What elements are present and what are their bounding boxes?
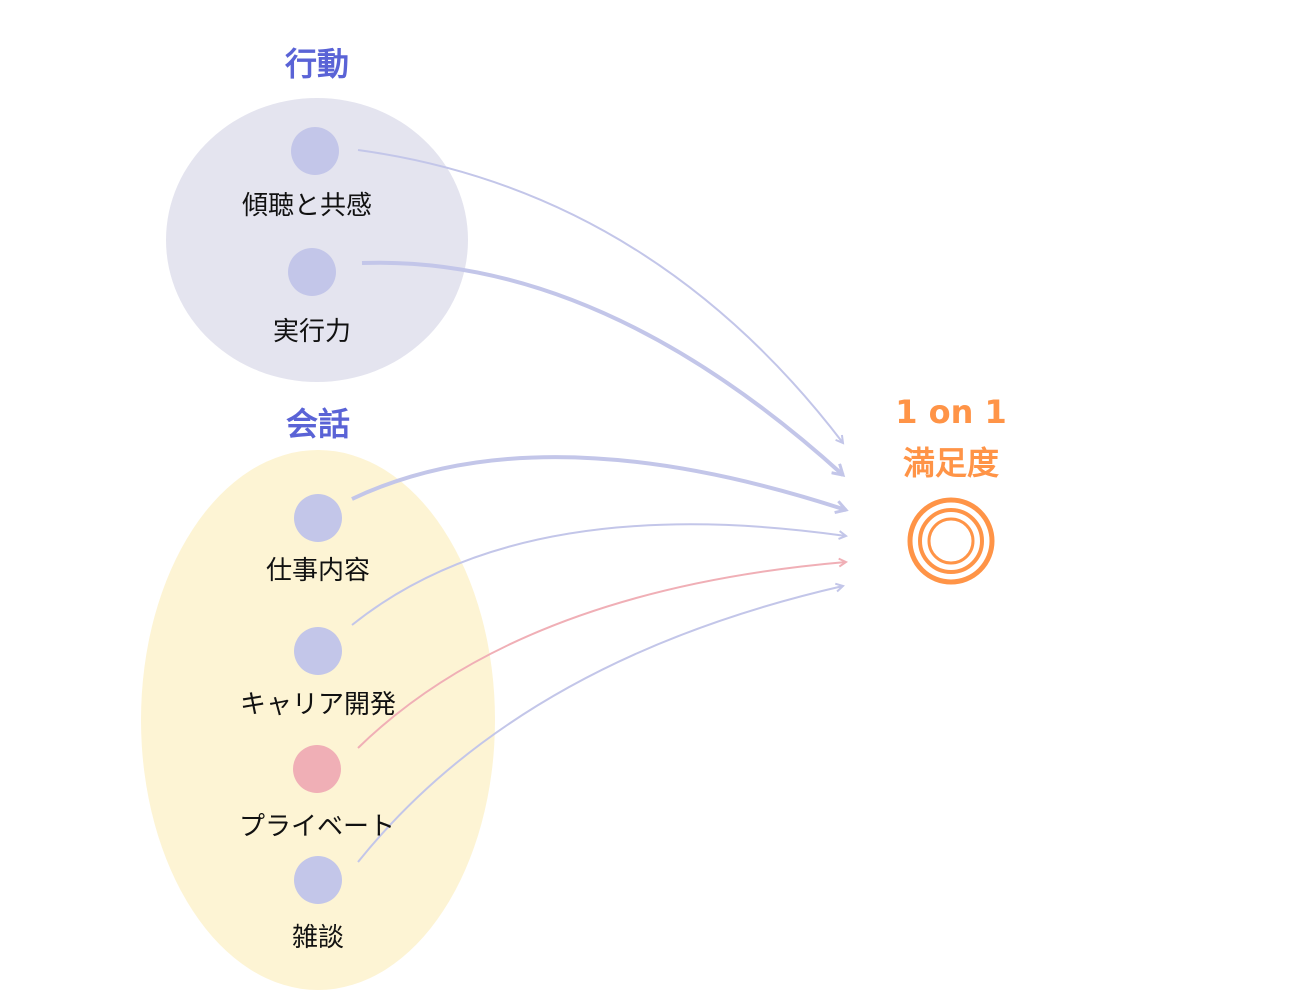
edge-arrow <box>361 260 843 475</box>
group-action-title: 行動 <box>285 45 349 83</box>
node-label: キャリア開発 <box>240 690 396 720</box>
target-node: 1 on 1 満足度 <box>895 393 1007 585</box>
edges <box>351 149 846 863</box>
target-label-line2: 満足度 <box>903 444 999 482</box>
node-dot <box>294 494 342 542</box>
node-label: プライベート <box>239 812 395 842</box>
node-dot <box>294 627 342 675</box>
node-dot <box>294 856 342 904</box>
node-label: 実行力 <box>273 317 351 347</box>
node-dot <box>288 248 336 296</box>
node-dot <box>293 745 341 793</box>
group-conversation-area <box>141 450 495 990</box>
target-label-line1: 1 on 1 <box>895 393 1007 431</box>
group-action-area <box>166 98 468 382</box>
edge-arrow <box>357 562 846 749</box>
edge-arrow <box>357 586 843 863</box>
node-label: 傾聴と共感 <box>242 191 372 221</box>
target-rings-icon <box>907 497 995 585</box>
node-label: 仕事内容 <box>266 556 370 586</box>
group-action: 行動 <box>166 45 468 382</box>
edge-arrow <box>351 523 846 626</box>
node-label: 雑談 <box>292 923 344 953</box>
group-conversation-title: 会話 <box>286 405 350 443</box>
edge-arrow <box>351 455 846 510</box>
node-dot <box>291 127 339 175</box>
edge-arrow <box>357 149 843 443</box>
group-conversation: 会話 <box>141 405 495 990</box>
